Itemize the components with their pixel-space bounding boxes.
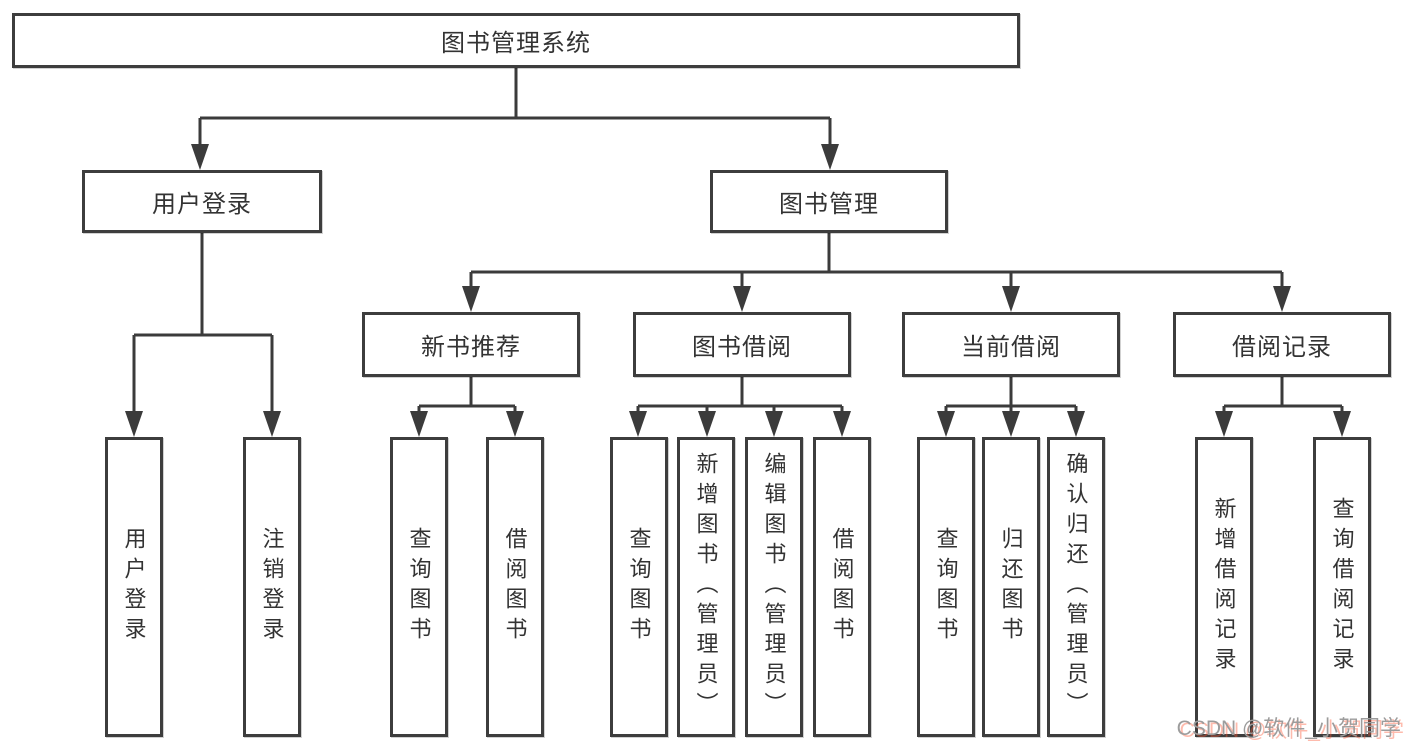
node-current-borrowing-label: 当前借阅 [961,334,1061,361]
leaf-borrow-book-label: 借阅图书 [829,527,855,647]
leaf-borrow-query-label: 查询图书 [626,527,652,647]
node-new-book-recommend: 新书推荐 [362,312,580,377]
node-book-management-label: 图书管理 [779,191,879,218]
leaf-newbook-borrow-label: 借阅图书 [502,527,528,647]
leaf-record-query: 查询借阅记录 [1313,437,1371,737]
node-new-book-recommend-label: 新书推荐 [421,334,521,361]
leaf-current-confirm-return-label: 确认归还（管理员） [1063,452,1089,722]
leaf-current-query: 查询图书 [917,437,975,737]
leaf-borrow-edit: 编辑图书（管理员） [745,437,803,737]
leaf-record-query-label: 查询借阅记录 [1329,497,1355,677]
leaf-newbook-query: 查询图书 [390,437,448,737]
leaf-newbook-query-label: 查询图书 [406,527,432,647]
leaf-logout: 注销登录 [243,437,301,737]
node-book-borrowing-label: 图书借阅 [692,334,792,361]
node-root-label: 图书管理系统 [441,30,591,57]
leaf-borrow-query: 查询图书 [610,437,668,737]
leaf-record-add-label: 新增借阅记录 [1211,497,1237,677]
node-user-login: 用户登录 [82,170,322,233]
node-user-login-label: 用户登录 [152,191,252,218]
node-book-management: 图书管理 [710,170,948,233]
leaf-current-return: 归还图书 [982,437,1040,737]
leaf-current-query-label: 查询图书 [933,527,959,647]
leaf-user-login-label: 用户登录 [121,527,147,647]
leaf-logout-label: 注销登录 [259,527,285,647]
leaf-user-login: 用户登录 [105,437,163,737]
leaf-borrow-edit-label: 编辑图书（管理员） [761,452,787,722]
leaf-borrow-add: 新增图书（管理员） [677,437,735,737]
node-current-borrowing: 当前借阅 [902,312,1120,377]
leaf-borrow-book: 借阅图书 [813,437,871,737]
leaf-current-return-label: 归还图书 [998,527,1024,647]
node-book-borrowing: 图书借阅 [633,312,851,377]
leaf-current-confirm-return: 确认归还（管理员） [1047,437,1105,737]
node-borrowing-records: 借阅记录 [1173,312,1391,377]
leaf-record-add: 新增借阅记录 [1195,437,1253,737]
csdn-watermark: CSDN @软件_小贺同学 [1176,717,1401,740]
leaf-borrow-add-label: 新增图书（管理员） [693,452,719,722]
node-borrowing-records-label: 借阅记录 [1232,334,1332,361]
leaf-newbook-borrow: 借阅图书 [486,437,544,737]
node-root: 图书管理系统 [12,13,1020,68]
